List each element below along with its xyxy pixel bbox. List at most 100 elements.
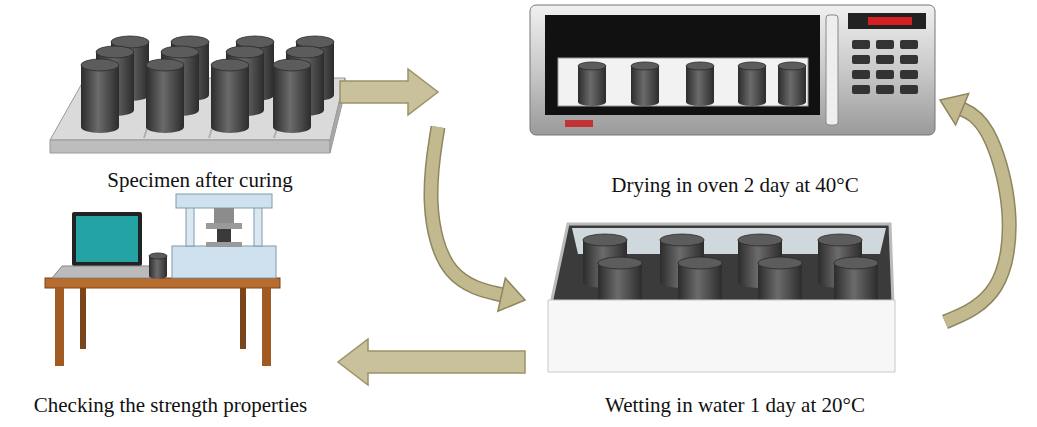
cylinder-base [146,121,184,133]
step-panel: Wetting in water 1 day at 20°C [525,212,945,420]
cylinder-top [146,59,184,71]
cylinder-top [778,62,806,70]
cylinder-top [161,46,199,58]
oven [530,5,935,135]
cylinder-top [286,46,324,58]
tray-edge [50,140,330,153]
cylinder-top [96,46,134,58]
cylinder-body [631,66,659,102]
oven-key [852,55,870,64]
cylinder-body [738,66,766,102]
cylinder-top [631,62,659,70]
test-specimen [217,229,231,242]
laptop-screen [72,212,142,266]
step-caption: Wetting in water 1 day at 20°C [605,393,865,420]
cylinder-top [211,59,249,71]
step-panel: Checking the strength properties [3,195,338,420]
cylinder-top [226,46,264,58]
curved-arrow-outline [431,127,506,296]
oven-key [852,85,870,94]
table-leg [240,287,246,349]
testing-machine [45,194,280,366]
step-caption: Drying in oven 2 day at 40°C [611,173,859,200]
water-bath [548,224,895,372]
cylinder-base [81,121,119,133]
oven-key [876,40,894,49]
cylinder-top [686,62,714,70]
bath-front [548,300,895,372]
machine-base [172,246,276,278]
cylinder-top [598,257,642,269]
cylinder-base [578,98,606,106]
curved-arrow [431,127,506,296]
machine-crossbar [176,194,272,208]
cylinder-body [273,65,311,127]
oven-display [848,13,926,29]
oven-body [530,5,935,135]
oven-window [545,15,820,115]
cylinder-top [583,234,627,246]
oven-key [900,85,918,94]
process-arrow [940,94,1009,322]
specimen-tray [50,36,345,153]
oven-key [876,70,894,79]
cylinder-body [686,66,714,102]
cylinder-top [578,62,606,70]
process-arrow [340,69,438,115]
cylinder-top [81,59,119,71]
cylinder-base [738,98,766,106]
oven-key [900,70,918,79]
curved-arrow [945,108,1009,322]
cylinder-top [758,257,802,269]
cylinder-top [834,257,878,269]
process-arrow [431,127,525,311]
cylinder-top [273,59,311,71]
oven-key [900,40,918,49]
cylinder-base [686,98,714,106]
machine-piston [214,208,234,223]
step-panel: Specimen after curing [60,25,340,195]
cylinder-body [146,65,184,127]
block-arrow [340,69,438,115]
laptop-base [52,266,160,278]
laptop-display [76,216,138,262]
table-top [45,278,280,288]
table-leg [262,288,271,366]
cylinder-top [660,234,704,246]
step-panel: Drying in oven 2 day at 40°C [438,2,940,200]
cylinder-base [211,121,249,133]
oven-key [852,70,870,79]
step-caption: Checking the strength properties [34,393,308,420]
arrow-head [498,278,525,311]
table-leg [55,288,64,366]
cylinder-body [211,65,249,127]
cylinder-body [778,66,806,102]
machine-platen [206,242,242,247]
block-arrow [338,339,525,385]
table-leg [80,287,86,349]
cylinder-top [738,62,766,70]
cylinder-base [631,98,659,106]
cylinder-body [578,66,606,102]
oven-display-light [868,17,912,25]
oven-key [876,85,894,94]
bath-interior [551,224,893,304]
step-caption: Specimen after curing [107,168,292,195]
oven-shelf [558,58,808,106]
process-arrow [338,339,525,385]
cylinder-top [678,257,722,269]
machine-platen [206,223,242,229]
arrow-head [940,94,969,125]
cylinder-base [149,273,167,279]
cylinder-base [273,121,311,133]
curved-arrow-outline [945,108,1009,322]
cylinder-top [149,253,167,259]
oven-key [900,55,918,64]
oven-key [876,55,894,64]
oven-badge [565,120,593,127]
oven-handle [826,15,838,125]
cylinder-top [738,234,782,246]
cylinder-body [81,65,119,127]
